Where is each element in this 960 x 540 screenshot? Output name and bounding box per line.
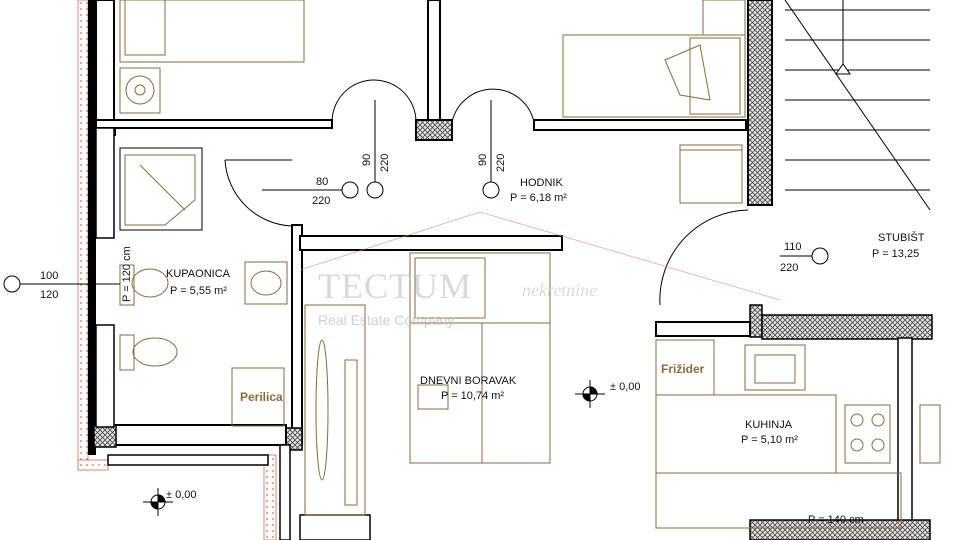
room-area-stubiste: P = 13,25 [872,248,919,260]
door-width-4: 110 [784,241,802,253]
door-width-3: 80 [316,176,328,188]
bath-sill-height: P = 120 cm [121,246,133,302]
door-swings [224,79,749,306]
room-name-stubiste: STUBIŠT [878,231,925,244]
perilica-label: Perilica [240,390,283,404]
door-height-4: 220 [780,262,798,274]
frizider-label: Frižider [661,362,705,376]
walls [88,0,933,540]
room-name-kupaonica: KUPAONICA [166,268,231,280]
watermark-tagline: Real Estate Company [318,312,454,328]
furniture [119,0,941,529]
room-area-kuhinja: P = 5,10 m² [741,434,798,446]
room-area-dnevni-boravak: P = 10,74 m² [441,390,504,402]
watermark-lines [299,211,781,301]
watermark-brand: TECTUM [318,266,472,306]
door-height-3: 220 [312,195,330,207]
level-label-a: ± 0,00 [610,381,641,393]
level-markers [143,380,605,516]
door-markers [3,100,829,293]
door-width-1: 90 [361,154,373,166]
room-area-hodnik: P = 6,18 m² [510,192,567,204]
watermark-brand-sub: nekretnine [522,280,597,300]
room-name-dnevni-boravak: DNEVNI BORAVAK [420,375,517,387]
door-height-2: 220 [495,154,507,172]
door-width-2: 90 [477,154,489,166]
window-height-5: 120 [40,289,58,301]
counter-height: P = 140 cm [808,514,864,526]
level-label-b: ± 0,00 [166,489,197,501]
room-name-hodnik: HODNIK [520,177,563,189]
room-name-kuhinja: KUHINJA [745,419,793,431]
staircase [784,0,931,211]
room-area-kupaonica: P = 5,55 m² [170,285,227,297]
window-width-5: 100 [40,270,58,282]
door-height-1: 220 [379,154,391,172]
